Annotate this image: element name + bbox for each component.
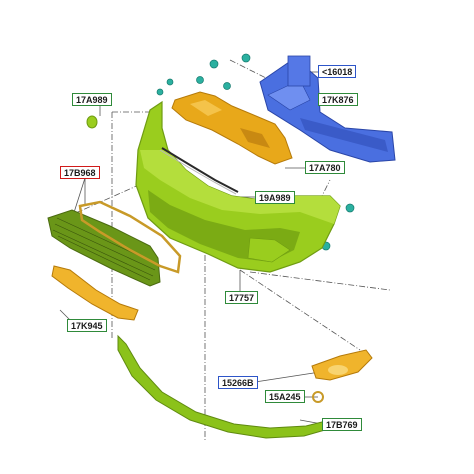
grille-surround: [78, 200, 182, 274]
fog-lamp-ring: [312, 391, 324, 403]
fog-lamp-bezel: [311, 349, 373, 381]
label-15266b: 15266B: [218, 376, 258, 389]
bumper-cover: [135, 100, 341, 273]
label-17b968: 17B968: [60, 166, 100, 179]
label-17k876: 17K876: [318, 93, 358, 106]
label-15a245: 15A245: [265, 390, 305, 403]
label-17a780: 17A780: [305, 161, 345, 174]
label-17k945: 17K945: [67, 319, 107, 332]
side-clip: [86, 115, 98, 129]
reinforcement-beam: [259, 55, 396, 163]
lower-trim-panel: [51, 265, 139, 321]
bumper-trim-strip: [159, 147, 239, 195]
label-17757: 17757: [225, 291, 259, 304]
label-17b769: 17B769: [322, 418, 362, 431]
label-17a989: 17A989: [72, 93, 112, 106]
energy-absorber: [171, 91, 293, 165]
label-16018: <16018: [318, 65, 357, 78]
label-19a989: 19A989: [255, 191, 295, 204]
